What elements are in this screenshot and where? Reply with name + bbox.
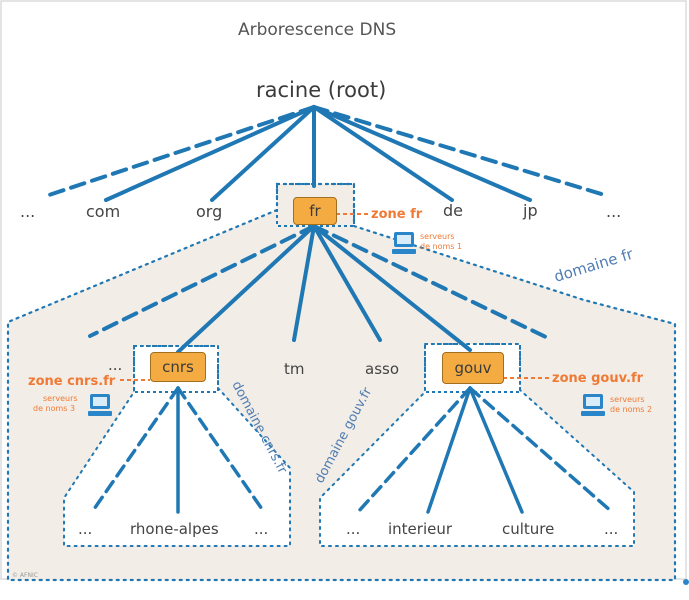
servers-gouv-line2: de noms 2 [610, 405, 653, 414]
edge-fr-more-right [312, 224, 550, 340]
tld-org: org [196, 202, 223, 221]
tld-com: com [86, 202, 121, 221]
edge-gouv-right [468, 386, 614, 514]
tm-label: tm [284, 360, 305, 378]
zone-gouv-label: zone gouv.fr [552, 371, 644, 386]
interieur-label: interieur [388, 520, 453, 538]
edge-gouv-left [356, 386, 472, 514]
domaine-gouv-region [319, 343, 635, 547]
edge-root-more-right [312, 105, 610, 198]
rhone-alpes-label: rhone-alpes [130, 520, 219, 538]
diagram-title: Arborescence DNS [238, 20, 397, 40]
edge-gouv-culture [468, 386, 524, 514]
edge-fr-asso [312, 224, 382, 342]
corner-dot [683, 579, 689, 585]
asso-label: asso [365, 360, 399, 378]
edge-fr-more [88, 224, 316, 338]
edge-cnrs-right [176, 386, 266, 514]
servers-cnrs-line2: de noms 3 [33, 404, 76, 413]
tld-more-left: ... [20, 202, 36, 221]
edge-root-jp [312, 105, 532, 202]
cnrs-child-right: ... [254, 520, 269, 538]
tld-more-right: ... [606, 202, 622, 221]
tld-jp: jp [523, 201, 538, 220]
computer-icon [392, 232, 416, 254]
edge-root-com [104, 105, 316, 202]
zone-connectors [120, 213, 550, 381]
edge-fr-cnrs [176, 224, 316, 354]
fr-edges [88, 224, 550, 354]
gouv-child-left: ... [346, 520, 361, 538]
fr-child-more: ... [108, 356, 123, 374]
zone-cnrs-frame [133, 345, 219, 393]
gouv-edges [356, 386, 614, 514]
zone-fr-label: zone fr [371, 207, 423, 222]
fr-node: fr [293, 197, 337, 225]
copyright-label: © AFNIC [12, 572, 38, 579]
root-label: racine (root) [256, 78, 387, 102]
zone-cnrs-label: zone cnrs.fr [28, 374, 116, 389]
root-edges [44, 105, 610, 202]
cnrs-node: cnrs [150, 352, 206, 382]
edge-root-org [210, 105, 316, 202]
edge-fr-gouv [312, 224, 472, 352]
edge-root-more-left [44, 105, 316, 198]
edge-root-de [312, 105, 454, 202]
gouv-child-right: ... [604, 520, 619, 538]
tld-de: de [443, 201, 463, 220]
culture-label: culture [502, 520, 555, 538]
cnrs-child-left: ... [78, 520, 93, 538]
edge-cnrs-left [90, 386, 180, 514]
servers-fr-line1: serveurs [420, 232, 455, 241]
edge-gouv-interieur [426, 386, 472, 514]
gouv-node: gouv [442, 352, 504, 384]
computer-icon [88, 394, 112, 416]
servers-gouv-line1: serveurs [610, 395, 645, 404]
computer-icon [581, 394, 605, 416]
servers-fr-line2: de noms 1 [420, 242, 463, 251]
edge-fr-tm [292, 224, 316, 342]
cnrs-edges [90, 386, 266, 514]
servers-cnrs-line1: serveurs [43, 394, 78, 403]
